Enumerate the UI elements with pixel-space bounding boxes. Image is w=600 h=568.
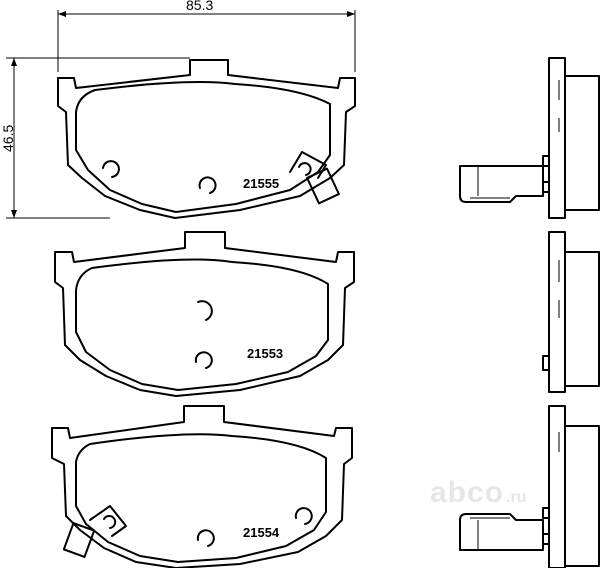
pad-top-part-number: 21555 bbox=[243, 176, 279, 191]
watermark-main: abco bbox=[430, 476, 504, 509]
side-view-bottom bbox=[459, 405, 600, 568]
dimension-height: 46.5 bbox=[0, 57, 190, 219]
pad-middle: 21553 bbox=[54, 231, 355, 397]
watermark: abco .ru bbox=[430, 476, 526, 509]
pad-middle-part-number: 21553 bbox=[247, 346, 283, 361]
side-view-middle bbox=[542, 231, 600, 393]
side-view-top bbox=[459, 57, 600, 219]
pad-top: 21555 bbox=[57, 59, 356, 219]
dimension-width: 85.3 bbox=[57, 0, 356, 72]
dimension-height-label: 46.5 bbox=[0, 125, 16, 152]
dimension-width-label: 85.3 bbox=[186, 0, 213, 13]
pad-bottom: 21554 bbox=[51, 405, 353, 568]
pad-bottom-part-number: 21554 bbox=[243, 525, 280, 540]
watermark-suffix: .ru bbox=[506, 489, 526, 506]
